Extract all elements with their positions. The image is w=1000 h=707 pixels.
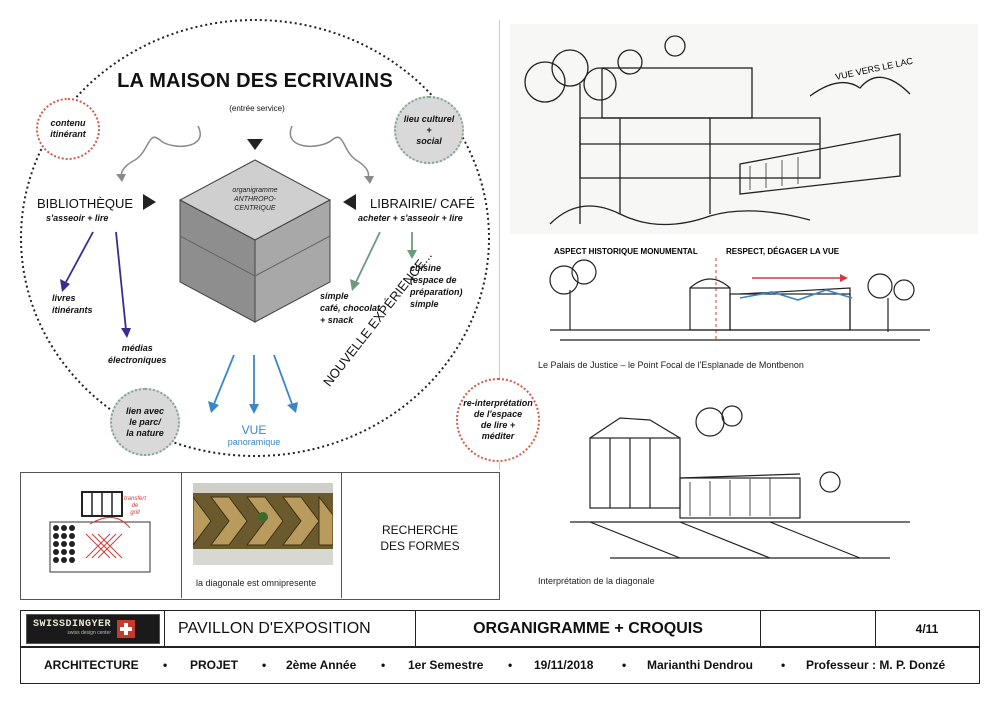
meta-year: 2ème Année (286, 658, 357, 672)
item-cafe: simple café, chocolat + snack (320, 291, 381, 325)
bottom-caption: Interprétation de la diagonale (538, 576, 655, 586)
meta-separator: • (262, 658, 267, 672)
logo: SWISSDINGYER swiss design center (26, 614, 160, 644)
meta-separator: • (163, 658, 168, 672)
bookstore-title: LIBRAIRIE/ CAFÉ (370, 196, 475, 211)
panel-divider-1 (181, 472, 182, 598)
meta-professor: Professeur : M. P. Donzé (806, 658, 946, 672)
diagonal-photo (193, 483, 333, 565)
meta-student: Marianthi Dendrou (647, 658, 754, 672)
library-sub: s'asseoir + lire (46, 213, 109, 223)
sketch-mid: ASPECT HISTORIQUE MONUMENTAL RESPECT, DÉ… (549, 247, 930, 341)
meta-architecture: ARCHITECTURE (44, 658, 139, 672)
triangle-top (247, 139, 263, 150)
meta-semester: 1er Semestre (408, 658, 484, 672)
project-name: PAVILLON D'EXPOSITION (178, 620, 371, 637)
sheet-title: ORGANIGRAMME + CROQUIS (473, 620, 703, 637)
note-lieu: lieu culturel+social (394, 96, 464, 164)
meta-projet: PROJET (190, 658, 239, 672)
diagram-canvas (20, 19, 500, 470)
footer-bottom-row (20, 646, 980, 684)
diagram-title: LA MAISON DES ECRIVAINS (117, 70, 393, 92)
footer-divider-1 (164, 610, 165, 646)
photo-caption: la diagonale est omnipresente (196, 578, 317, 588)
footer-divider-3 (760, 610, 761, 646)
form-research-box (20, 472, 500, 600)
triangle-left (143, 194, 156, 210)
library-title: BIBLIOTHÈQUE (37, 196, 134, 211)
footer-top-row (20, 610, 980, 648)
entry-arrow-right (289, 125, 370, 179)
sketch-top: VUE VERS LE LAC (510, 24, 978, 234)
main-ellipse (20, 19, 490, 457)
meta-separator: • (508, 658, 513, 672)
meta-date: 19/11/2018 (534, 658, 594, 672)
logo-text: SWISSDINGYER swiss design center (33, 619, 112, 637)
meta-separator: • (381, 658, 386, 672)
logo-cross-icon (117, 620, 136, 638)
mid-right-label: RESPECT, DÉGAGER LA VUE (726, 247, 840, 256)
panel-divider-2 (341, 472, 342, 598)
bookstore-sub: acheter + s'asseoir + lire (358, 213, 463, 223)
vue-label: VUE panoramique (227, 423, 281, 447)
item-livres: livres itinérants (52, 293, 93, 315)
entry-arrow-left (120, 125, 201, 177)
meta-separator: • (781, 658, 786, 672)
meta-separator: • (622, 658, 627, 672)
item-cuisine: cuisine (espace de préparation) simple (410, 263, 463, 309)
grid-sketch-note: transfert de grill (124, 496, 147, 516)
grid-sketch (49, 491, 151, 573)
page-number: 4/11 (915, 622, 939, 636)
sketch-bottom (570, 405, 910, 559)
footer-divider-2 (415, 610, 416, 646)
cube (178, 159, 332, 323)
research-label: RECHERCHE DES FORMES (380, 523, 460, 553)
cube-label: organigramme ANTHROPO- CENTRIQUE (232, 187, 278, 212)
mid-left-label: ASPECT HISTORIQUE MONUMENTAL (554, 247, 698, 256)
entry-label: (entrée service) (229, 104, 285, 113)
triangle-right (343, 194, 356, 210)
item-medias: médias électroniques (108, 343, 167, 365)
mid-caption: Le Palais de Justice – le Point Focal de… (538, 360, 804, 370)
footer-divider-4 (875, 610, 876, 646)
